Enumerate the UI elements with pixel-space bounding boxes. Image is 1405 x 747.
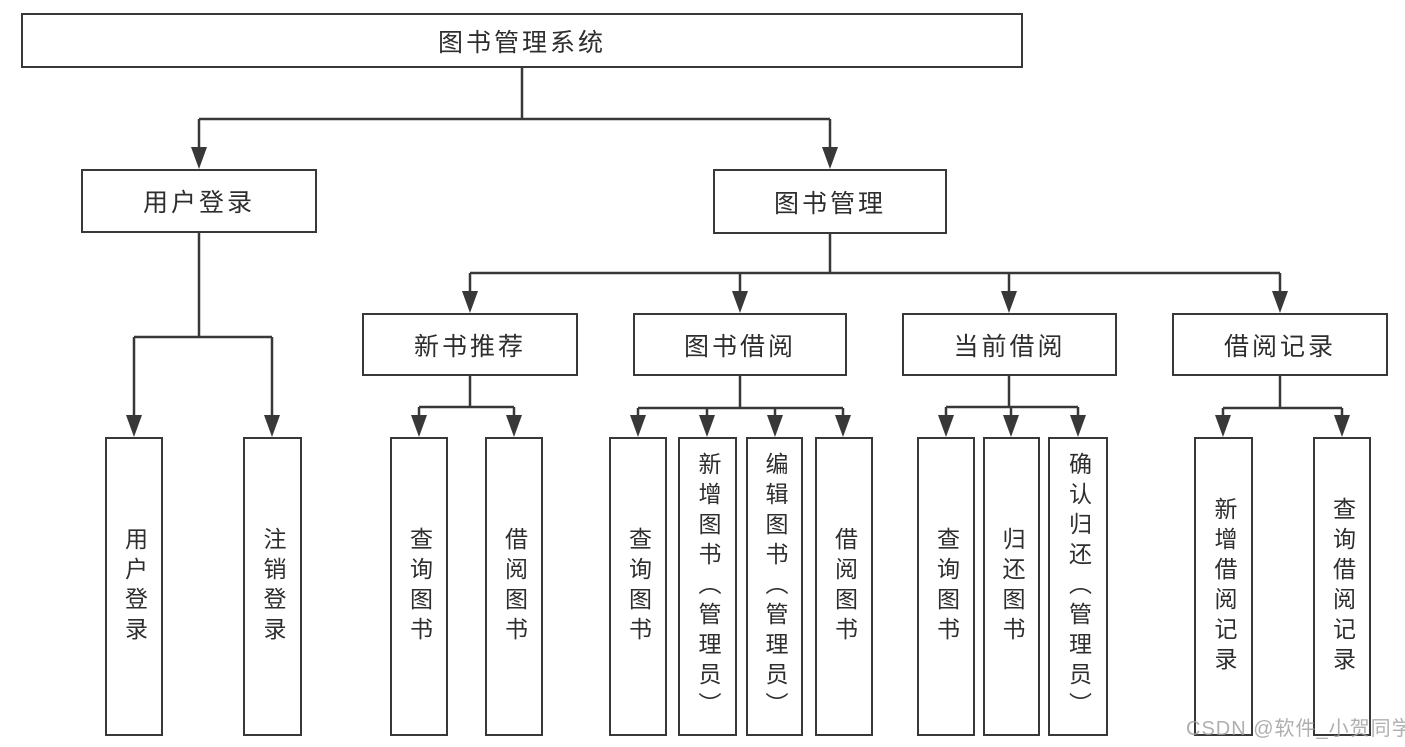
node-new-book-recommend: 新书推荐 — [362, 313, 578, 376]
leaf-edit-book-admin: 编辑图书（管理员） — [746, 437, 803, 736]
leaf-logout-login: 注销登录 — [243, 437, 302, 736]
node-library-system: 图书管理系统 — [21, 13, 1023, 68]
csdn-watermark: CSDN @软件_小贺同学 — [1186, 718, 1405, 740]
node-borrow-records: 借阅记录 — [1172, 313, 1388, 376]
leaf-query-books-1: 查询图书 — [390, 437, 448, 736]
node-book-borrowing: 图书借阅 — [633, 313, 847, 376]
node-user-login: 用户登录 — [81, 169, 317, 233]
node-current-borrowing: 当前借阅 — [902, 313, 1117, 376]
leaf-query-borrow-record: 查询借阅记录 — [1313, 437, 1371, 736]
leaf-confirm-return-admin: 确认归还（管理员） — [1048, 437, 1108, 736]
leaf-borrow-books-2: 借阅图书 — [815, 437, 873, 736]
leaf-query-books-3: 查询图书 — [917, 437, 975, 736]
leaf-return-books: 归还图书 — [983, 437, 1040, 736]
leaf-borrow-books-1: 借阅图书 — [485, 437, 543, 736]
leaf-user-login: 用户登录 — [105, 437, 163, 736]
leaf-add-borrow-record: 新增借阅记录 — [1194, 437, 1253, 736]
leaf-add-book-admin: 新增图书（管理员） — [678, 437, 737, 736]
node-book-management: 图书管理 — [713, 169, 947, 234]
leaf-query-books-2: 查询图书 — [609, 437, 667, 736]
